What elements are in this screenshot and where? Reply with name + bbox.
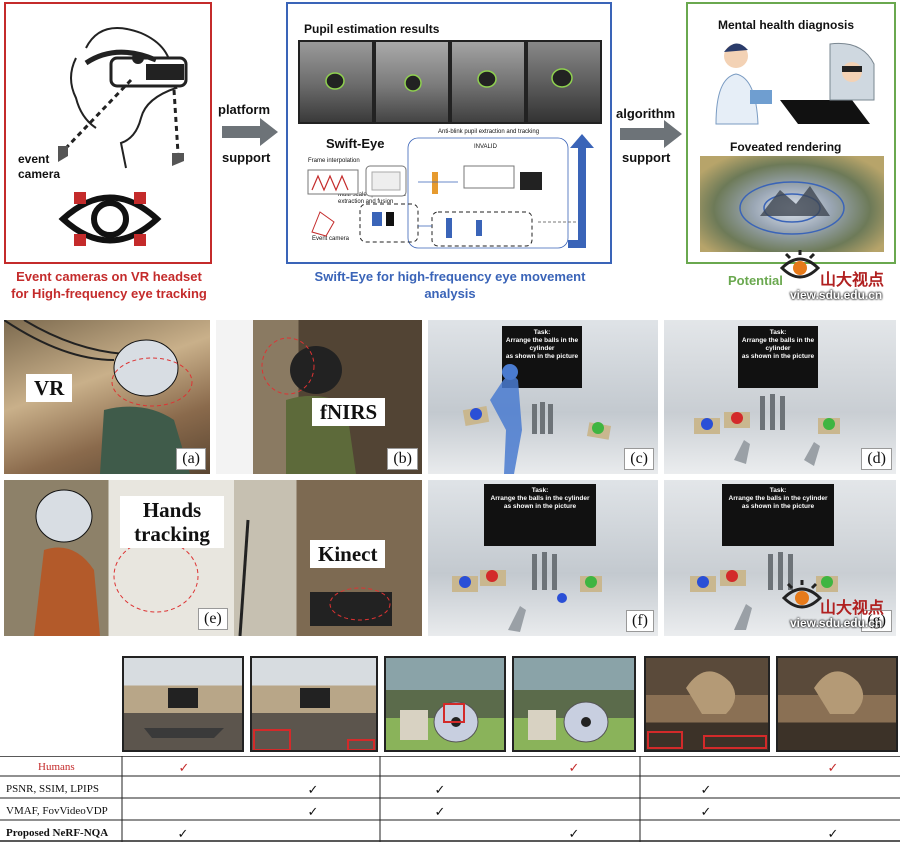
swift-eye-panel: Pupil estimation results Swift-Eye Anti-… — [286, 2, 612, 264]
left-caption: Event cameras on VR headset for High-fre… — [11, 269, 207, 301]
panel-tag-g: (g) — [861, 610, 892, 632]
row-label-vmaf: VMAF, FovVideoVDP — [6, 805, 108, 817]
vr-label: VR — [26, 374, 73, 402]
watermark-brand: 山大视点 — [820, 600, 885, 617]
foveated-image — [700, 156, 884, 252]
vr-scene-hands-2: Task: Arrange the balls in the cylinder … — [428, 480, 658, 636]
eye-image-2 — [376, 42, 448, 122]
photo-kinect: Hands tracking Kinect (e) — [4, 480, 422, 636]
check-mark: ✓ — [178, 760, 190, 775]
frame-interp-label: Frame interpolation — [308, 158, 360, 164]
check-mark: ✓ — [827, 826, 839, 841]
swift-eye-title: Swift-Eye — [326, 136, 385, 151]
watermark-logo-middle: 山大视点 view.sdu.edu.cn — [782, 576, 898, 636]
potential-panel: Mental health diagnosis Foveated renderi… — [686, 2, 896, 264]
kinect-label: Kinect — [310, 540, 386, 568]
vr-scene-hands-3: Task: Arrange the balls in the cylinder … — [664, 480, 896, 636]
check-mark: ✓ — [434, 782, 446, 797]
eye-logo-icon — [780, 250, 820, 279]
panel-tag-f: (f) — [626, 610, 654, 632]
anti-blink-label: Anti-blink pupil extraction and tracking — [438, 129, 540, 135]
fnirs-label: fNIRS — [312, 398, 386, 426]
task-board: Task: Arrange the balls in the cylinder … — [738, 326, 818, 388]
dino-original — [644, 656, 770, 752]
foveated-title: Foveated rendering — [730, 140, 842, 154]
event-camera-label: event camera — [18, 152, 61, 181]
vr-scene-hands-1: Task: Arrange the balls in the cylinder … — [664, 320, 896, 474]
event-camera-panel: event camera — [4, 2, 212, 264]
center-caption: Swift-Eye for high-frequency eye movemen… — [314, 269, 586, 301]
check-mark: ✓ — [434, 804, 446, 819]
check-mark: ✓ — [700, 782, 712, 797]
pupil-image-strip — [298, 40, 602, 124]
table-grid — [0, 756, 900, 842]
task-board: Task: Arrange the balls in the cylinder … — [484, 484, 596, 546]
mental-health-title: Mental health diagnosis — [718, 18, 855, 32]
row-label-psnr: PSNR, SSIM, LPIPS — [6, 783, 99, 795]
check-mark: ✓ — [177, 826, 189, 841]
right-caption: Potential — [728, 273, 783, 288]
cd-original — [384, 656, 506, 752]
swift-eye-diagram — [307, 134, 594, 249]
invalid-label: INVALID — [474, 144, 497, 150]
panel-tag-b: (b) — [387, 448, 418, 470]
vr-headset-illustration — [58, 27, 188, 169]
event-camera-small-label: Event camera — [312, 236, 350, 242]
dino-distorted — [776, 656, 898, 752]
photo-fnirs: fNIRS (b) — [216, 320, 422, 474]
check-mark: ✓ — [568, 826, 580, 841]
vr-scene-avatar: Task: Arrange the balls in the cylinder … — [428, 320, 658, 474]
check-mark: ✓ — [307, 782, 319, 797]
watermark-url: view.sdu.edu.cn — [790, 288, 883, 302]
room-distorted — [250, 656, 378, 752]
check-mark: ✓ — [307, 804, 319, 819]
arrow2-bottom-label: support — [622, 150, 671, 165]
doctor-patient-illustration — [715, 42, 875, 125]
watermark-logo-top: 山大视点 view.sdu.edu.cn — [780, 246, 898, 306]
watermark-url: view.sdu.edu.cn — [790, 616, 883, 630]
panel-tag-a: (a) — [176, 448, 206, 470]
panel-tag-c: (c) — [624, 448, 654, 470]
check-mark: ✓ — [827, 760, 839, 775]
right-arrow-icon — [222, 118, 278, 146]
check-mark: ✓ — [568, 760, 580, 775]
right-arrow-icon — [620, 120, 682, 148]
watermark-brand: 山大视点 — [820, 272, 885, 289]
room-original — [122, 656, 244, 752]
row-label-nerf-nqa: Proposed NeRF-NQA — [6, 827, 109, 839]
panel-tag-d: (d) — [861, 448, 892, 470]
pupil-results-title: Pupil estimation results — [304, 22, 440, 36]
row-label-humans: Humans — [38, 761, 75, 773]
eye-image-4 — [528, 42, 600, 122]
arrow1-top-label: platform — [218, 102, 270, 117]
arrow1-bottom-label: support — [222, 150, 271, 165]
hands-tracking-label: Hands tracking — [120, 496, 224, 548]
photo-vr: VR (a) — [4, 320, 210, 474]
task-board: Task: Arrange the balls in the cylinder … — [722, 484, 834, 546]
cd-distorted — [512, 656, 636, 752]
eye-icon — [58, 192, 162, 246]
panel-tag-e: (e) — [198, 608, 228, 630]
eye-logo-icon — [782, 580, 822, 609]
eye-image-1 — [300, 42, 372, 122]
arrow2-top-label: algorithm — [616, 106, 676, 121]
eye-image-3 — [452, 42, 524, 122]
task-board: Task: Arrange the balls in the cylinder … — [502, 326, 582, 388]
check-mark: ✓ — [700, 804, 712, 819]
